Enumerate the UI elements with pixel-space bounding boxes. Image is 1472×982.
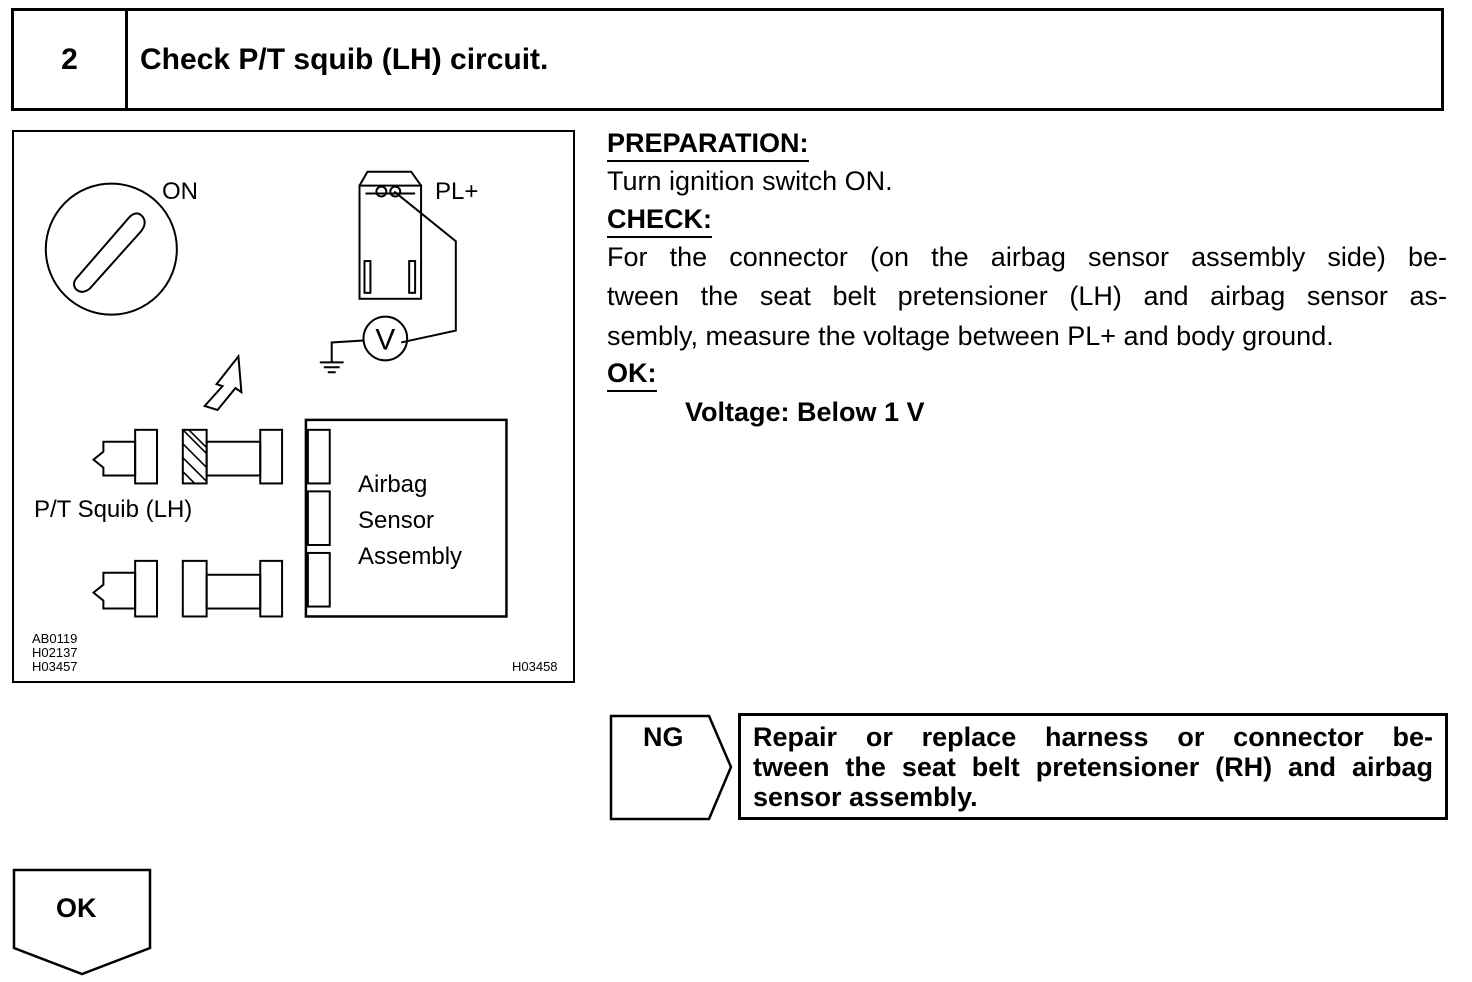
label-sensor-line3: Assembly bbox=[358, 543, 463, 570]
ng-action-line: sensor assembly. bbox=[753, 782, 978, 812]
procedure-text: PREPARATION: Turn ignition switch ON. CH… bbox=[607, 126, 1447, 432]
check-heading: CHECK: bbox=[607, 202, 712, 238]
ng-label: NG bbox=[643, 722, 684, 752]
label-pt-squib: P/T Squib (LH) bbox=[34, 496, 193, 523]
preparation-heading: PREPARATION: bbox=[607, 126, 809, 162]
step-number: 2 bbox=[14, 11, 128, 108]
check-line: For the connector (on the airbag sensor … bbox=[607, 241, 1447, 272]
check-line: tween the seat belt pretensioner (LH) an… bbox=[607, 281, 1447, 311]
figure-code-right: H03458 bbox=[512, 659, 558, 674]
label-sensor-line2: Sensor bbox=[358, 507, 435, 534]
hollow-arrow-icon bbox=[202, 353, 243, 412]
ng-action-box: Repair or replace harness or connector b… bbox=[738, 713, 1448, 820]
label-on: ON bbox=[162, 178, 198, 205]
figure-codes-left: AB0119 H02137 H03457 bbox=[32, 632, 78, 674]
check-line: sembly, measure the voltage between PL+ … bbox=[607, 320, 1334, 351]
preparation-text: Turn ignition switch ON. bbox=[607, 166, 893, 196]
ok-arrow-icon bbox=[12, 868, 152, 976]
ok-heading: OK: bbox=[607, 356, 657, 392]
label-pl-plus: PL+ bbox=[435, 178, 479, 205]
figure-code: H03457 bbox=[32, 659, 78, 674]
ng-action-line: Repair or replace harness or connector b… bbox=[753, 722, 1433, 752]
figure-code: AB0119 bbox=[32, 631, 78, 646]
step-header: 2 Check P/T squib (LH) circuit. bbox=[11, 8, 1444, 111]
voltmeter-icon bbox=[362, 315, 409, 362]
circuit-drawing: V bbox=[44, 170, 508, 618]
ignition-key-icon bbox=[44, 182, 178, 316]
airbag-sensor-box bbox=[304, 418, 508, 618]
ng-arrow-icon bbox=[609, 714, 733, 821]
meter-symbol: V bbox=[375, 323, 395, 356]
figure-code: H02137 bbox=[32, 645, 78, 660]
ok-label: OK bbox=[56, 893, 97, 923]
circuit-illustration: V ON PL+ P/T Squib (LH) Airbag Sensor As… bbox=[12, 130, 575, 683]
ok-spec-value: Voltage: Below 1 V bbox=[685, 397, 925, 427]
label-sensor-line1: Airbag bbox=[358, 471, 428, 498]
connector-icon bbox=[358, 170, 457, 344]
step-title: Check P/T squib (LH) circuit. bbox=[140, 42, 549, 76]
ng-action-line: tween the seat belt pretensioner (RH) an… bbox=[753, 752, 1433, 782]
